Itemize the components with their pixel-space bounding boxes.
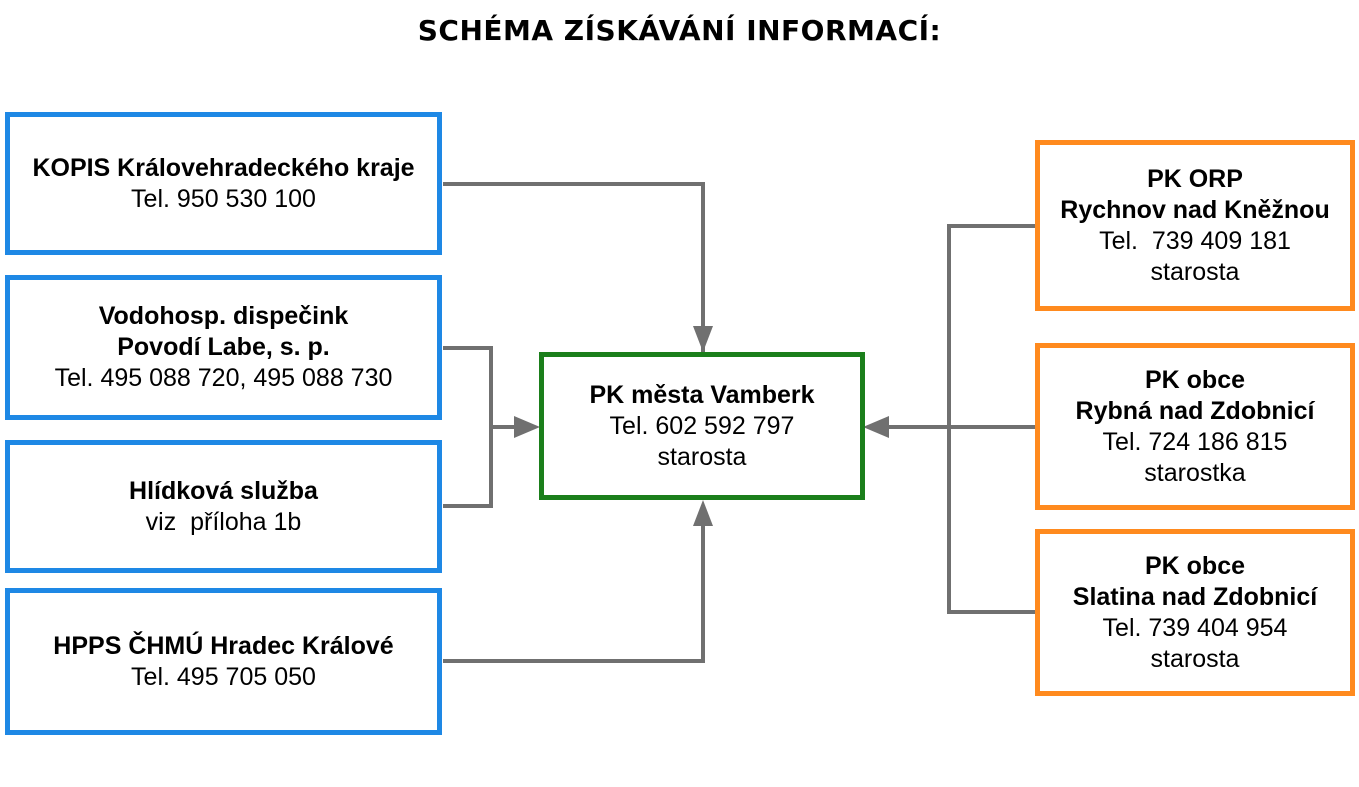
orp-rychnov-role: starosta bbox=[1150, 257, 1240, 286]
slatina-role: starosta bbox=[1150, 644, 1240, 673]
arrowhead-up-icon bbox=[693, 500, 713, 526]
hpps-phone: Tel. 495 705 050 bbox=[131, 662, 316, 691]
vamberk-role: starosta bbox=[657, 442, 747, 471]
hpps-box: HPPS ČHMÚ Hradec Králové Tel. 495 705 05… bbox=[5, 588, 442, 735]
orp-rychnov-name-line1: PK ORP bbox=[1147, 164, 1243, 193]
rybna-name-line1: PK obce bbox=[1144, 365, 1246, 394]
arrowhead-down-icon bbox=[693, 326, 713, 352]
orp-rychnov-box: PK ORP Rychnov nad Kněžnou Tel. 739 409 … bbox=[1035, 140, 1355, 311]
slatina-name-line2: Slatina nad Zdobnicí bbox=[1072, 582, 1318, 611]
connector-vodohosp bbox=[443, 346, 493, 508]
vamberk-phone: Tel. 602 592 797 bbox=[609, 411, 795, 440]
orp-rychnov-name-line2: Rychnov nad Kněžnou bbox=[1060, 195, 1330, 224]
vodohosp-box: Vodohosp. dispečink Povodí Labe, s. p. T… bbox=[5, 275, 442, 420]
slatina-name-line1: PK obce bbox=[1144, 551, 1246, 580]
arrowhead-right-icon bbox=[514, 416, 540, 438]
connector-hpps bbox=[443, 526, 705, 663]
kopis-box: KOPIS Královehradeckého kraje Tel. 950 5… bbox=[5, 112, 442, 255]
vamberk-name: PK města Vamberk bbox=[589, 380, 815, 409]
kopis-name: KOPIS Královehradeckého kraje bbox=[32, 153, 415, 182]
slatina-box: PK obce Slatina nad Zdobnicí Tel. 739 40… bbox=[1035, 529, 1355, 696]
diagram-title: SCHÉMA ZÍSKÁVÁNÍ INFORMACÍ: bbox=[417, 14, 942, 47]
vodohosp-name-line2: Povodí Labe, s. p. bbox=[117, 333, 330, 361]
connector-right-vertical bbox=[947, 224, 1036, 614]
hpps-name: HPPS ČHMÚ Hradec Králové bbox=[53, 631, 394, 660]
hlidkova-note: viz příloha 1b bbox=[145, 507, 302, 536]
rybna-name-line2: Rybná nad Zdobnicí bbox=[1075, 396, 1315, 425]
arrowhead-left-icon bbox=[863, 416, 889, 438]
rybna-box: PK obce Rybná nad Zdobnicí Tel. 724 186 … bbox=[1035, 343, 1355, 510]
connector-kopis bbox=[443, 182, 705, 352]
orp-rychnov-phone: Tel. 739 409 181 bbox=[1099, 226, 1291, 255]
vodohosp-name-line1: Vodohosp. dispečink bbox=[98, 302, 349, 330]
rybna-role: starostka bbox=[1144, 458, 1246, 487]
vodohosp-phone: Tel. 495 088 720, 495 088 730 bbox=[54, 364, 393, 392]
hlidkova-name: Hlídková služba bbox=[129, 476, 318, 505]
slatina-phone: Tel. 739 404 954 bbox=[1102, 613, 1288, 642]
rybna-phone: Tel. 724 186 815 bbox=[1102, 427, 1288, 456]
vamberk-box: PK města Vamberk Tel. 602 592 797 staros… bbox=[539, 352, 865, 500]
kopis-phone: Tel. 950 530 100 bbox=[131, 184, 316, 213]
hlidkova-box: Hlídková služba viz příloha 1b bbox=[5, 440, 442, 573]
